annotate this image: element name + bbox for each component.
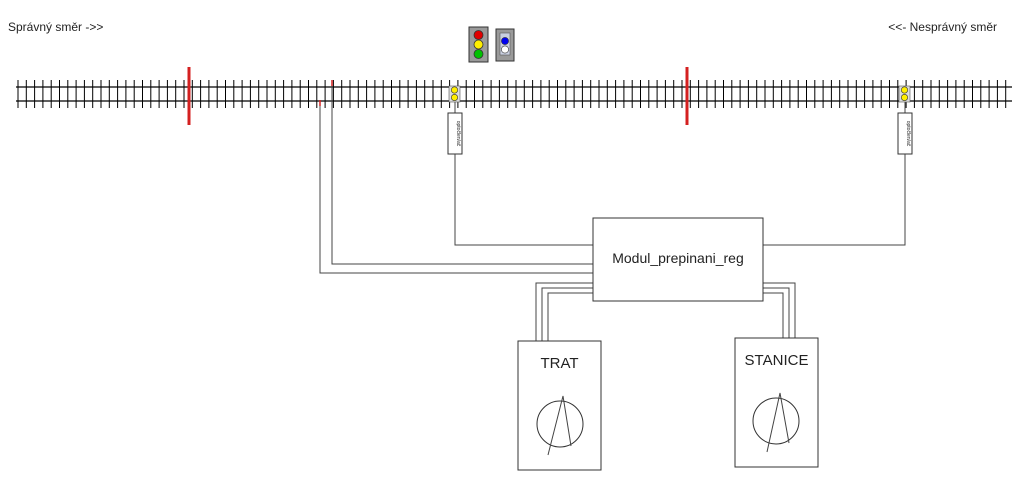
optocoupler-sensor-left: optočlen/ač xyxy=(447,102,463,155)
trat-box: TRAT xyxy=(517,340,602,471)
sensor-label-left: optočlen/ač xyxy=(455,121,461,147)
shunting-signal-icon xyxy=(495,28,515,62)
module-box: Modul_prepinani_reg xyxy=(592,217,764,302)
track-lamp-left xyxy=(448,85,461,103)
optocoupler-sensor-right: optočlen/ač xyxy=(897,102,913,155)
gauge-meter-icon xyxy=(752,392,800,453)
stanice-label: STANICE xyxy=(745,352,809,369)
railway-track xyxy=(16,80,1012,108)
sensor-label-right: optočlen/ač xyxy=(905,121,911,147)
trat-label: TRAT xyxy=(540,355,578,372)
traffic-light-icon xyxy=(468,26,489,63)
track-lamp-right xyxy=(898,85,911,103)
wiring xyxy=(319,86,906,341)
direction-wrong-label: <<- Nesprávný směr xyxy=(888,20,997,34)
direction-correct-label: Správný směr ->> xyxy=(8,20,103,34)
gauge-meter-icon xyxy=(536,395,584,456)
stanice-box: STANICE xyxy=(734,337,819,468)
module-label: Modul_prepinani_reg xyxy=(612,250,744,266)
